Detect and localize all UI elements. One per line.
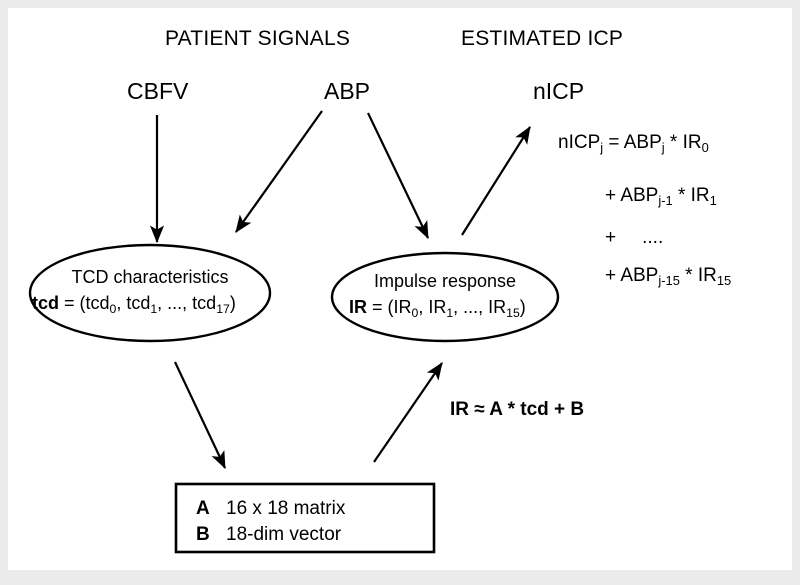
label-abp: ABP — [324, 78, 371, 104]
eq1-lhs-sub: j — [600, 140, 604, 156]
eq2-plus: + ABP — [605, 185, 659, 206]
tcd-symbol: tcd — [32, 293, 59, 313]
label-cbfv: CBFV — [127, 78, 189, 104]
eq4-abp-sub: j-15 — [658, 273, 680, 289]
ellipse-ir-vector: IR = (IR0, IR1, ..., IR15) — [349, 297, 526, 319]
ir-mid-1: , IR — [418, 297, 447, 317]
equation-line-4: + ABPj-15 * IR15 — [605, 265, 732, 289]
ir-sub-1: 1 — [446, 305, 454, 320]
eq1-ir-sub: 0 — [701, 140, 709, 156]
ellipse-tcd-title: TCD characteristics — [71, 267, 229, 287]
equation-line-3: +.... — [605, 228, 663, 247]
eq2-ir-sub: 1 — [709, 193, 717, 209]
eq2-abp-sub: j-1 — [658, 193, 673, 209]
ir-close: ) — [519, 297, 526, 317]
eq3-plus: + — [605, 227, 617, 248]
eq1-abp-sub: j — [661, 140, 665, 156]
ir-sub-last: 15 — [506, 305, 520, 320]
header-estimated-icp: ESTIMATED ICP — [461, 27, 624, 50]
eq4-ir-sub: 15 — [716, 273, 732, 289]
ir-mid-2: , ..., IR — [453, 297, 507, 317]
header-patient-signals: PATIENT SIGNALS — [165, 27, 351, 50]
eq3-dots: .... — [642, 227, 664, 248]
ellipse-tcd-vector: tcd = (tcd0, tcd1, ..., tcd17) — [32, 293, 236, 315]
box-row-0-symbol: A — [196, 498, 210, 519]
tcd-mid-1: , tcd — [116, 293, 151, 313]
eq2-mul: * IR — [672, 185, 710, 206]
eq1-eq: = ABP — [603, 132, 662, 153]
eq1-mul: * IR — [664, 132, 702, 153]
equation-line-2: + ABPj-1 * IR1 — [605, 185, 717, 209]
eq4-plus: + ABP — [605, 265, 659, 286]
tcd-sub-last: 17 — [216, 301, 230, 316]
tcd-sub-1: 1 — [150, 301, 158, 316]
ir-eq: = (IR — [367, 297, 412, 317]
tcd-eq: = (tcd — [59, 293, 110, 313]
box-row-1-description: 18-dim vector — [226, 524, 342, 545]
tcd-close: ) — [229, 293, 236, 313]
tcd-sub-0: 0 — [109, 301, 117, 316]
tcd-mid-2: , ..., tcd — [157, 293, 217, 313]
equation-line-1: nICPj = ABPj * IR0 — [558, 132, 709, 156]
label-nicp: nICP — [533, 78, 585, 104]
formula-ir-approx: IR ≈ A * tcd + B — [450, 399, 585, 420]
ellipse-ir-title: Impulse response — [373, 271, 517, 291]
eq1-lhs: nICP — [558, 132, 601, 153]
box-row-0-description: 16 x 18 matrix — [226, 498, 346, 519]
ir-sub-0: 0 — [411, 305, 419, 320]
eq4-mul: * IR — [679, 265, 717, 286]
ir-symbol: IR — [349, 297, 367, 317]
box-row-1-symbol: B — [196, 524, 210, 545]
